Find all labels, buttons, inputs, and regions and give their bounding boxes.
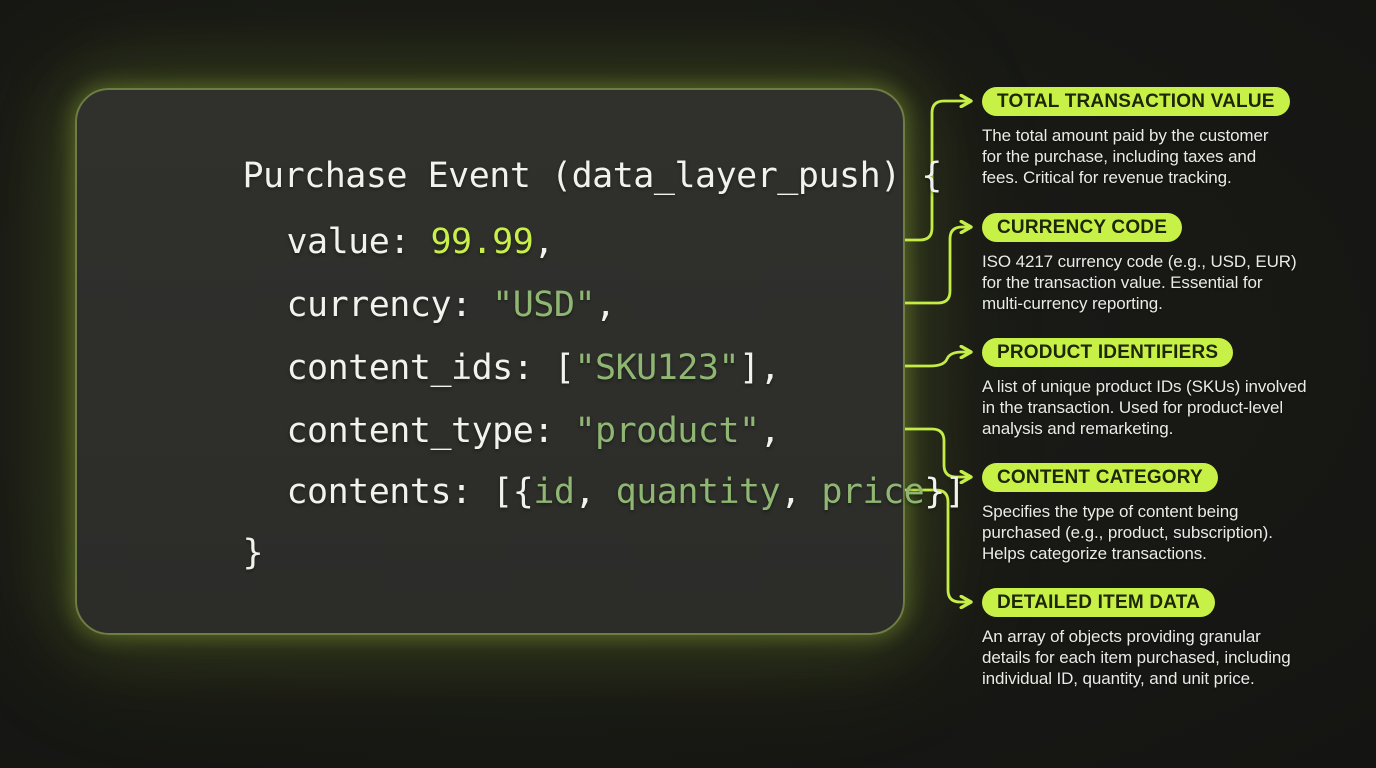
code-header-text: Purchase Event (data_layer_push) { [242, 156, 942, 196]
code-line-content-type: content_type: "product", [163, 371, 780, 491]
value-literal: 99.99 [430, 222, 534, 262]
annotation-description: The total amount paid by the customer fo… [982, 126, 1269, 187]
content-type-key: content_type: [286, 411, 575, 451]
value-comma: , [533, 222, 554, 262]
annotation-pill-label: CURRENCY CODE [982, 213, 1183, 242]
currency-comma: , [595, 285, 616, 325]
annotation-pill-label: CONTENT CATEGORY [982, 463, 1218, 492]
value-key: value: [286, 222, 431, 262]
contents-item-price: price [821, 472, 925, 512]
annotation-description: Specifies the type of content being purc… [982, 502, 1273, 563]
currency-literal: "USD" [492, 285, 596, 325]
annotation-detailed-item-data: DETAILED ITEM DATA An array of objects p… [982, 588, 1352, 689]
annotation-description: ISO 4217 currency code (e.g., USD, EUR) … [982, 252, 1297, 313]
content-ids-open-bracket: [ [553, 348, 575, 388]
annotation-pill-label: PRODUCT IDENTIFIERS [982, 338, 1234, 367]
annotation-description: An array of objects providing granular d… [982, 627, 1291, 688]
code-line-value: value: 99.99, [163, 182, 554, 302]
code-line-currency: currency: "USD", [163, 245, 616, 365]
contents-separator-1: , [574, 472, 616, 512]
contents-separator-2: , [780, 472, 822, 512]
annotation-content-category: CONTENT CATEGORY Specifies the type of c… [982, 463, 1352, 564]
annotation-currency-code: CURRENCY CODE ISO 4217 currency code (e.… [982, 213, 1352, 314]
content-type-comma: , [759, 411, 781, 451]
annotation-pill-label: DETAILED ITEM DATA [982, 588, 1216, 617]
close-brace-text: } [242, 533, 264, 573]
content-ids-literal: "SKU123" [574, 348, 740, 388]
contents-open-brackets: [{ [492, 472, 534, 512]
content-ids-key: content_ids: [286, 348, 554, 388]
currency-key: currency: [286, 285, 493, 325]
code-line-contents: contents: [{id, quantity, price}] [163, 432, 965, 552]
contents-item-quantity: quantity [615, 472, 781, 512]
code-line-content-ids: content_ids: ["SKU123"], [163, 308, 780, 428]
annotation-product-identifiers: PRODUCT IDENTIFIERS A list of unique pro… [982, 338, 1352, 439]
content-type-literal: "product" [574, 411, 760, 451]
code-panel: Purchase Event (data_layer_push) { value… [75, 88, 966, 635]
content-ids-comma: , [759, 348, 781, 388]
contents-key: contents: [286, 472, 493, 512]
annotation-description: A list of unique product IDs (SKUs) invo… [982, 377, 1307, 438]
code-close-brace: } [119, 493, 263, 613]
contents-item-id: id [533, 472, 575, 512]
code-header: Purchase Event (data_layer_push) { [119, 116, 942, 236]
annotation-pill-label: TOTAL TRANSACTION VALUE [982, 87, 1290, 116]
content-ids-close-bracket: ] [739, 348, 760, 388]
annotation-total-transaction-value: TOTAL TRANSACTION VALUE The total amount… [982, 87, 1352, 188]
contents-close-brackets: }] [924, 472, 966, 512]
